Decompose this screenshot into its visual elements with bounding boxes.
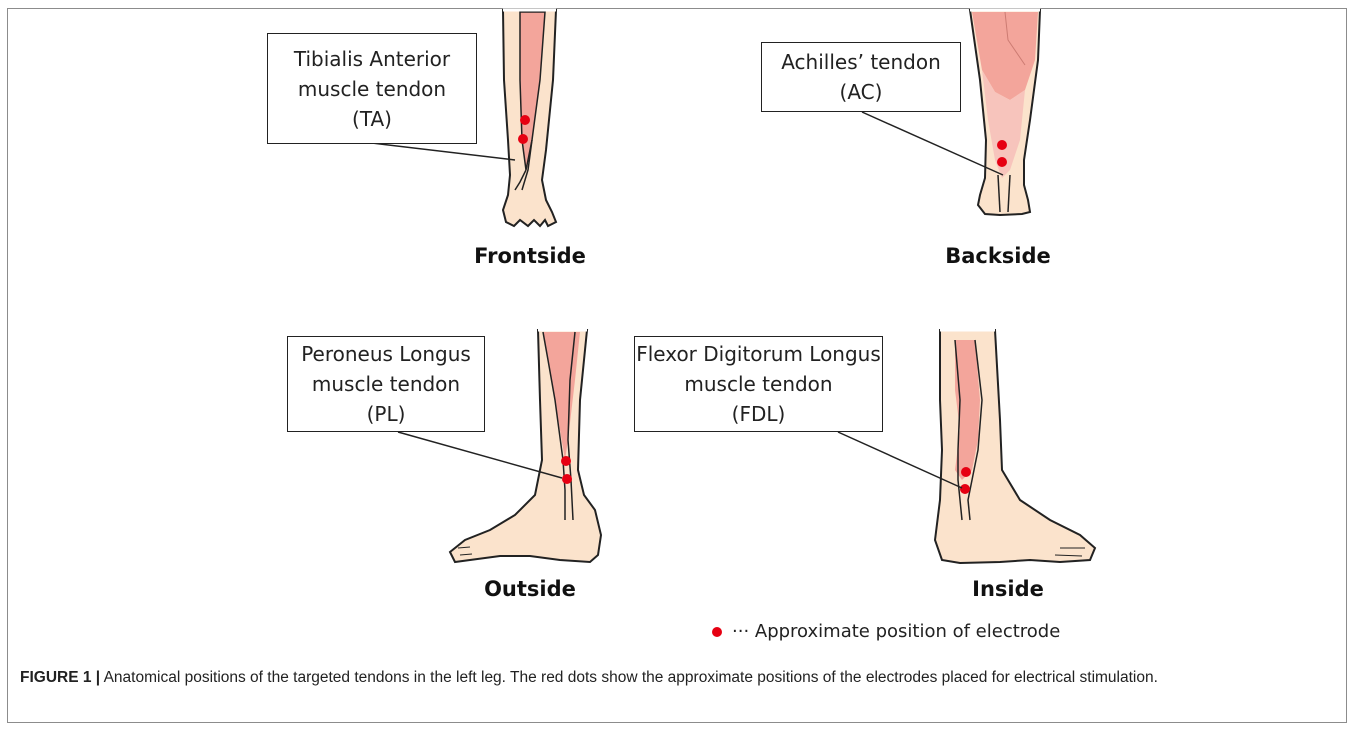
callout-tibialis-anterior: Tibialis Anterior muscle tendon (TA) xyxy=(267,33,477,144)
view-label-backside: Backside xyxy=(898,244,1098,268)
callout-line: muscle tendon xyxy=(312,369,460,399)
view-label-inside: Inside xyxy=(908,577,1108,601)
callout-peroneus-longus: Peroneus Longus muscle tendon (PL) xyxy=(287,336,485,432)
inside-electrode-1 xyxy=(961,467,971,477)
outside-electrode-2 xyxy=(562,474,572,484)
callout-line: (FDL) xyxy=(732,399,786,429)
callout-line: Tibialis Anterior xyxy=(294,44,450,74)
callout-line: (TA) xyxy=(352,104,392,134)
frontside-leader-line xyxy=(372,143,515,160)
callout-line: Achilles’ tendon xyxy=(781,47,941,77)
backside-electrode-1 xyxy=(997,140,1007,150)
figure-caption: FIGURE 1 | Anatomical positions of the t… xyxy=(20,667,1330,689)
callout-achilles: Achilles’ tendon (AC) xyxy=(761,42,961,112)
backside-leg xyxy=(970,10,1040,215)
view-label-frontside: Frontside xyxy=(430,244,630,268)
callout-line: (PL) xyxy=(367,399,406,429)
inside-leg xyxy=(935,330,1095,563)
backside-electrode-2 xyxy=(997,157,1007,167)
frontside-electrode-2 xyxy=(518,134,528,144)
outside-electrode-1 xyxy=(561,456,571,466)
red-dot-icon xyxy=(712,627,722,637)
figure-label: FIGURE 1 | xyxy=(20,669,100,686)
callout-line: muscle tendon xyxy=(298,74,446,104)
callout-flexor-digitorum-longus: Flexor Digitorum Longus muscle tendon (F… xyxy=(634,336,883,432)
view-label-outside: Outside xyxy=(430,577,630,601)
inside-electrode-2 xyxy=(960,484,970,494)
backside-leader-line xyxy=(862,112,1003,175)
legend-text: ··· Approximate position of electrode xyxy=(732,621,1060,642)
frontside-electrode-1 xyxy=(520,115,530,125)
callout-line: (AC) xyxy=(840,77,883,107)
callout-line: Peroneus Longus xyxy=(301,339,471,369)
legend: ··· Approximate position of electrode xyxy=(712,621,1060,642)
outside-leader-line xyxy=(398,432,562,478)
caption-text: Anatomical positions of the targeted ten… xyxy=(104,669,1158,686)
callout-line: Flexor Digitorum Longus xyxy=(636,339,881,369)
callout-line: muscle tendon xyxy=(684,369,832,399)
